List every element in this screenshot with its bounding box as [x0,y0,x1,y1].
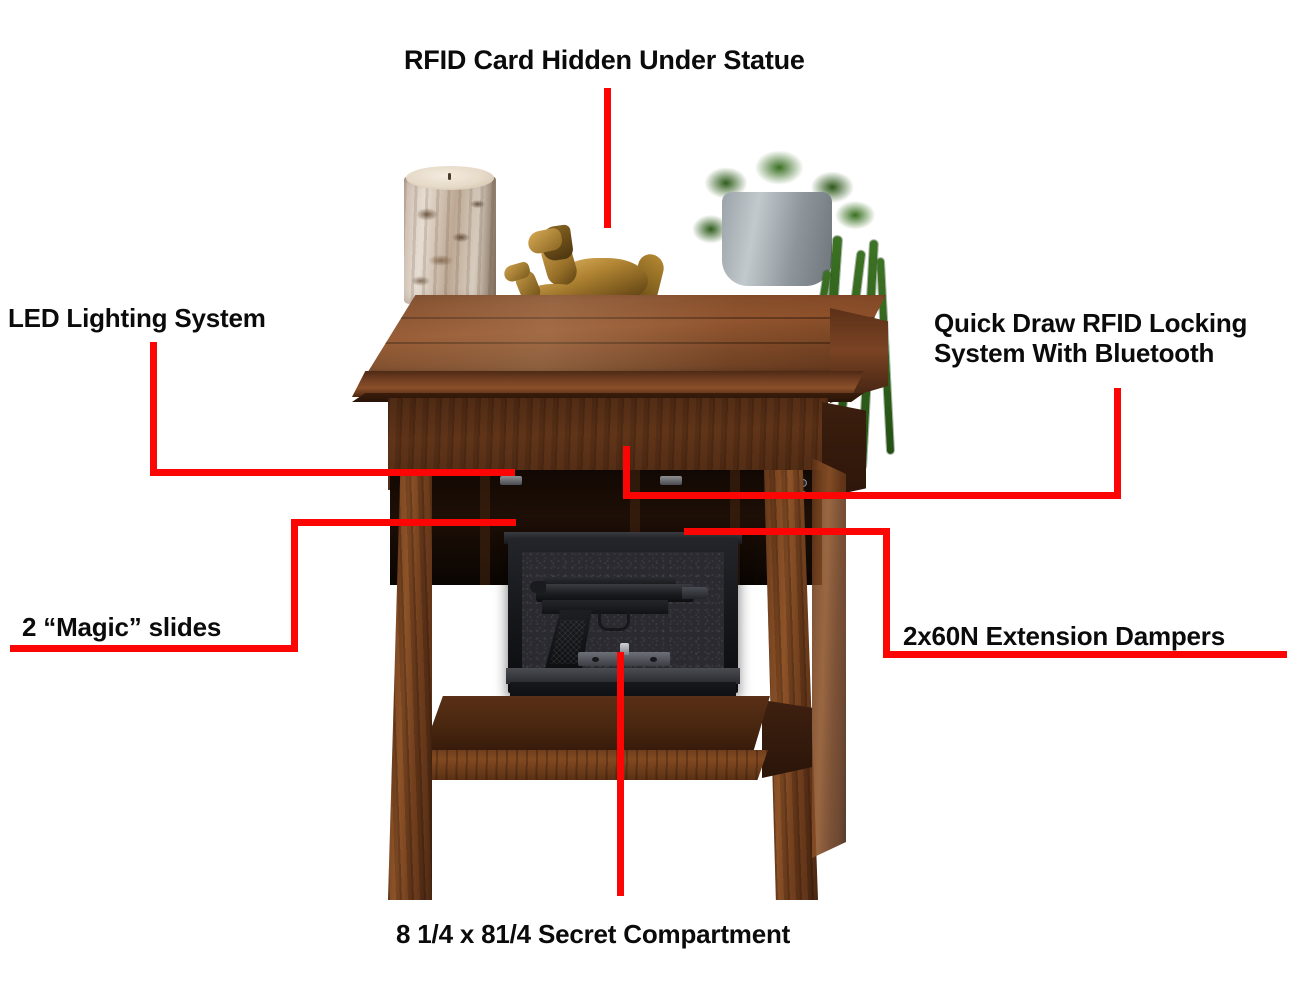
leader-line-dampers-horizontal [684,528,890,535]
callout-rfid-card-label: RFID Card Hidden Under Statue [404,45,805,75]
cavity-divider [480,470,490,585]
leader-line-led-horizontal [150,469,515,476]
leader-line-dampers-vertical [883,528,890,658]
plant-pot [722,192,832,286]
callout-rfid-lock-line2: System With Bluetooth [934,338,1215,369]
leader-line-rfid-lock-horizontal [623,492,1121,499]
lower-shelf-edge [416,750,768,780]
callout-magic-slides-label: 2 “Magic” slides [22,612,222,642]
lower-shelf-edge-grain [416,750,768,780]
leader-line-dampers-underline [883,651,1287,658]
drawer-slide-hardware [500,476,522,485]
leader-line-magic-horizontal [291,519,516,526]
leader-line-led-vertical [150,342,157,476]
lower-shelf-surface [422,696,770,754]
pistol-slide-top [544,577,676,586]
pistol-hammer [530,581,546,593]
drawer-slide-hardware [660,476,682,485]
leader-line-rfid-lock-vertical-left [623,446,630,499]
table-top-sheen [366,295,886,375]
pistol-barrel [682,587,708,599]
rail-screw-hole [592,657,599,662]
callout-dampers-label: 2x60N Extension Dampers [903,621,1225,651]
table-top-plank-seam [366,342,886,344]
callout-rfid-lock-label: Quick Draw RFID Locking System With Blue… [934,308,1247,368]
table-leg-rear-right [812,458,846,858]
leader-line-rfid-card [604,88,611,228]
cavity-divider [630,470,640,585]
callout-compartment-label: 8 1/4 x 81/4 Secret Compartment [396,919,791,949]
table-top-edge-lip [352,393,864,402]
rail-screw-hole [650,657,657,662]
birch-candle-bark-texture [404,176,496,304]
callout-led-label: LED Lighting System [8,303,266,333]
safe-mounting-rail [578,652,670,666]
callout-rfid-lock-line1: Quick Draw RFID Locking [934,308,1248,338]
leader-line-compartment [617,652,624,896]
lower-shelf-right-face [762,700,812,778]
leader-line-magic-bottom [10,645,298,652]
pistol-slide [536,584,694,602]
cavity-divider [730,470,740,585]
leader-line-magic-vertical [291,519,298,652]
table-top-plank-seam [366,317,886,319]
table-top-surface [366,295,886,375]
leader-line-rfid-lock-vertical-right [1114,388,1121,499]
birch-candle-wick [448,173,451,180]
pistol-trigger-guard [598,612,630,631]
table-top-edge [352,371,864,397]
rail-knob [620,643,629,655]
